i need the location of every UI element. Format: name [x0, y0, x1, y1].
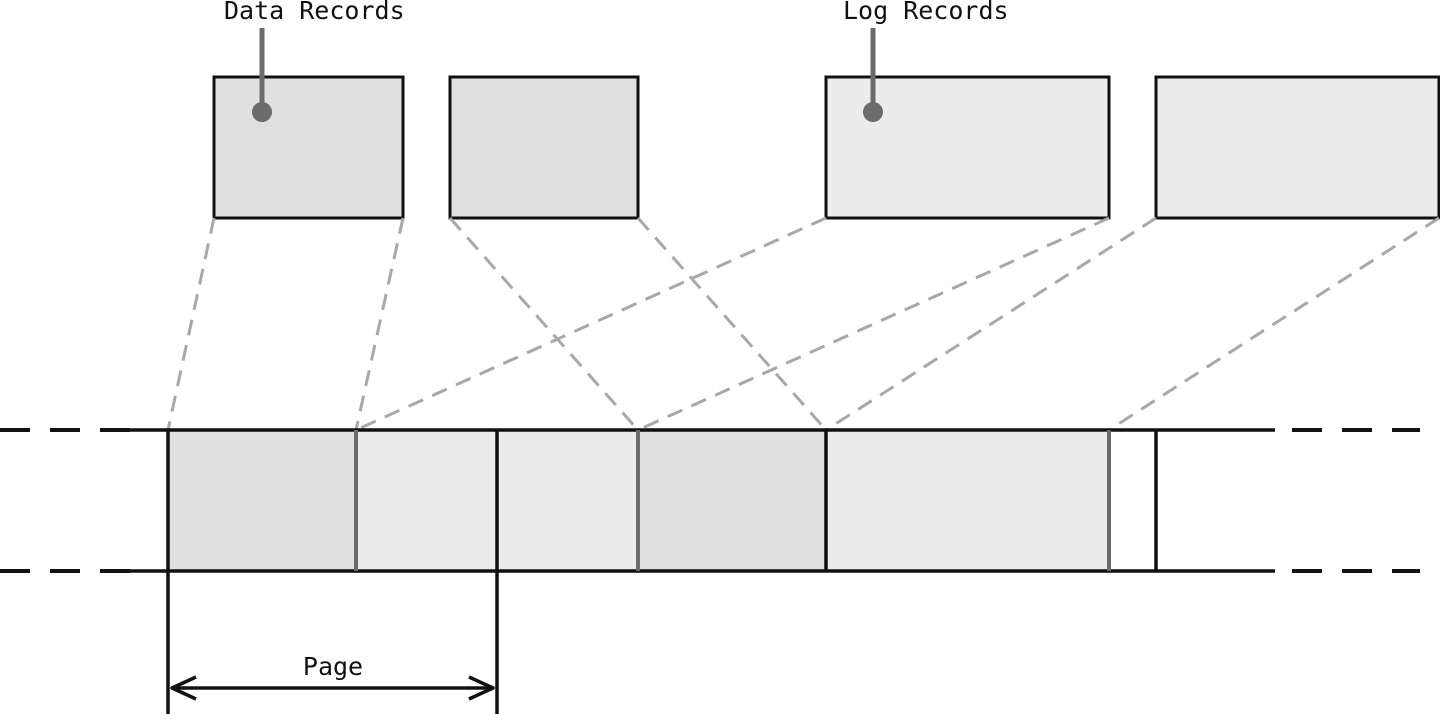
guide-data2-right: [636, 217, 828, 431]
log-records-callout-dot: [863, 102, 883, 122]
guide-data1-left: [166, 217, 216, 431]
guide-data1-right: [354, 217, 405, 431]
log-record-box-1: [824, 75, 1111, 220]
data-records-callout-dot: [252, 102, 272, 122]
log-records-label: Log Records: [843, 0, 1009, 25]
page-label: Page: [303, 652, 363, 681]
guide-log1-left: [355, 216, 827, 432]
strip-segment-log-1b: [497, 430, 638, 571]
data-record-box-1: [212, 75, 405, 220]
guide-data2-left: [448, 217, 640, 431]
guide-log1-right: [637, 216, 1110, 432]
page-arrow-right-head: [468, 675, 495, 701]
strip-segment-log-2: [826, 430, 1109, 571]
guide-log2-left: [825, 216, 1157, 432]
data-records-label: Data Records: [224, 0, 405, 25]
strip-segment-data-2: [638, 430, 826, 571]
strip-segment-data-1: [168, 430, 356, 571]
data-record-box-2: [448, 75, 640, 220]
guide-log2-right: [1108, 216, 1440, 432]
strip-segment-log-1a: [356, 430, 497, 571]
log-record-box-2: [1154, 75, 1440, 220]
page-arrow-left-head: [170, 675, 197, 701]
